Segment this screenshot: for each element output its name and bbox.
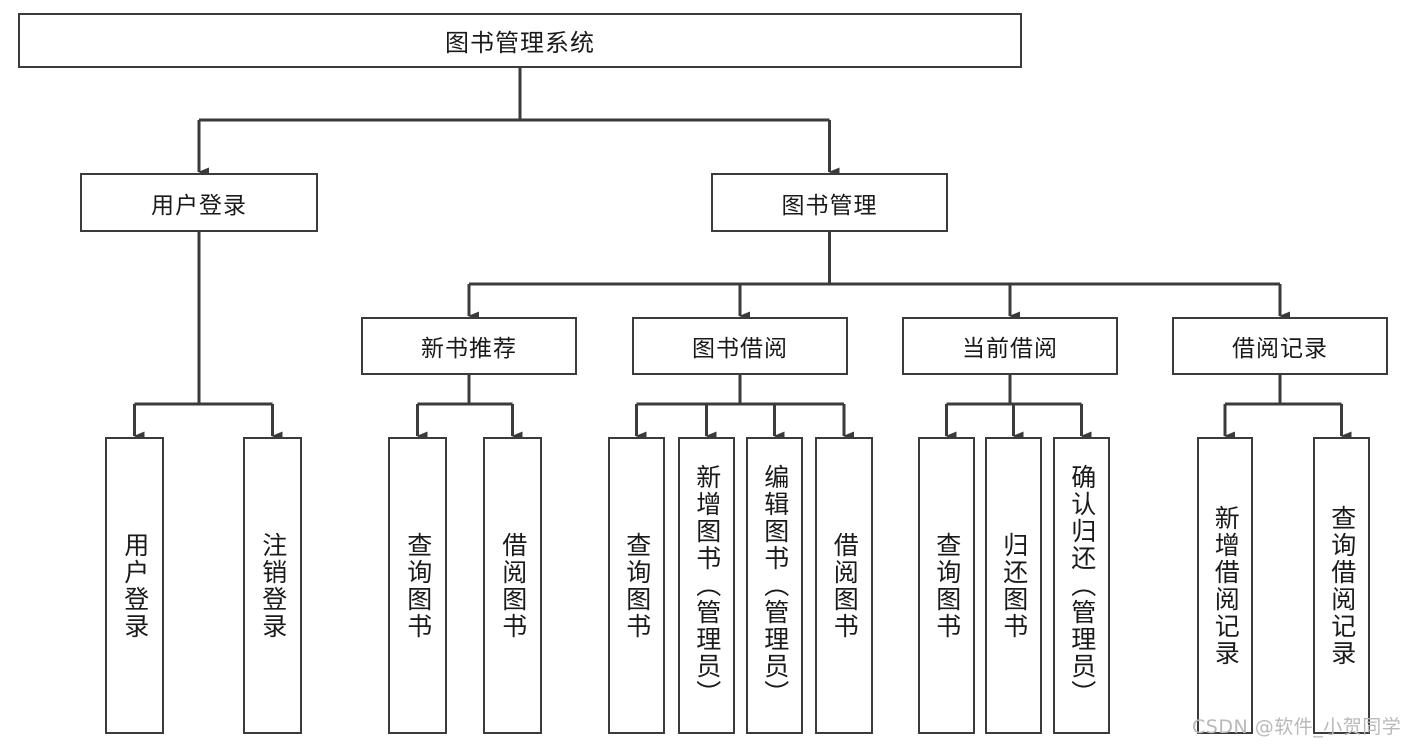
node-leaf-leaf-borrow-book-bb[interactable]: 借阅图书 (815, 437, 873, 734)
node-label: 用户登录 (151, 192, 247, 219)
node-leaf-leaf-confirm-return[interactable]: 确认归还（管理员） (1053, 437, 1110, 734)
node-root-root[interactable]: 图书管理系统 (18, 13, 1022, 68)
node-leaf-leaf-borrow-book-rec[interactable]: 借阅图书 (483, 437, 542, 734)
node-borrow-record[interactable]: 借阅记录 (1172, 317, 1388, 375)
node-leaf-leaf-query-book-bb[interactable]: 查询图书 (608, 437, 665, 734)
node-label: 新增图书（管理员） (692, 464, 722, 707)
node-new-book-rec[interactable]: 新书推荐 (361, 317, 577, 375)
node-label: 查询图书 (932, 531, 962, 640)
node-label: 注销登录 (258, 531, 288, 640)
node-label: 图书借阅 (692, 336, 788, 362)
node-label: 查询图书 (622, 531, 652, 640)
node-label: 查询图书 (403, 531, 433, 640)
node-label: 借阅记录 (1232, 336, 1328, 362)
node-leaf-leaf-return-book[interactable]: 归还图书 (985, 437, 1042, 734)
node-leaf-leaf-query-book-cb[interactable]: 查询图书 (918, 437, 975, 734)
node-label: 新书推荐 (421, 336, 517, 362)
node-leaf-leaf-user-login[interactable]: 用户登录 (105, 437, 164, 734)
node-book-manage[interactable]: 图书管理 (711, 173, 948, 232)
node-label: 当前借阅 (962, 336, 1058, 362)
node-leaf-leaf-logout[interactable]: 注销登录 (243, 437, 302, 734)
node-user-login[interactable]: 用户登录 (80, 173, 318, 232)
node-label: 确认归还（管理员） (1067, 464, 1097, 707)
node-book-borrow[interactable]: 图书借阅 (632, 317, 848, 375)
node-leaf-leaf-add-book[interactable]: 新增图书（管理员） (678, 437, 735, 734)
node-label: 编辑图书（管理员） (760, 464, 790, 707)
watermark-text: CSDN @软件_小贺同学 (1192, 716, 1402, 738)
node-label: 查询借阅记录 (1327, 504, 1357, 667)
node-leaf-leaf-query-record[interactable]: 查询借阅记录 (1313, 437, 1370, 734)
node-label: 用户登录 (120, 531, 150, 640)
node-leaf-leaf-query-book-rec[interactable]: 查询图书 (388, 437, 447, 734)
node-label: 图书管理系统 (445, 29, 595, 57)
node-leaf-leaf-add-record[interactable]: 新增借阅记录 (1197, 437, 1253, 734)
node-label: 图书管理 (781, 192, 878, 219)
node-label: 借阅图书 (830, 531, 860, 640)
node-leaf-leaf-edit-book[interactable]: 编辑图书（管理员） (746, 437, 803, 734)
node-label: 借阅图书 (498, 531, 528, 640)
node-current-borrow[interactable]: 当前借阅 (902, 317, 1118, 375)
node-label: 新增借阅记录 (1211, 504, 1241, 667)
node-label: 归还图书 (999, 531, 1029, 640)
